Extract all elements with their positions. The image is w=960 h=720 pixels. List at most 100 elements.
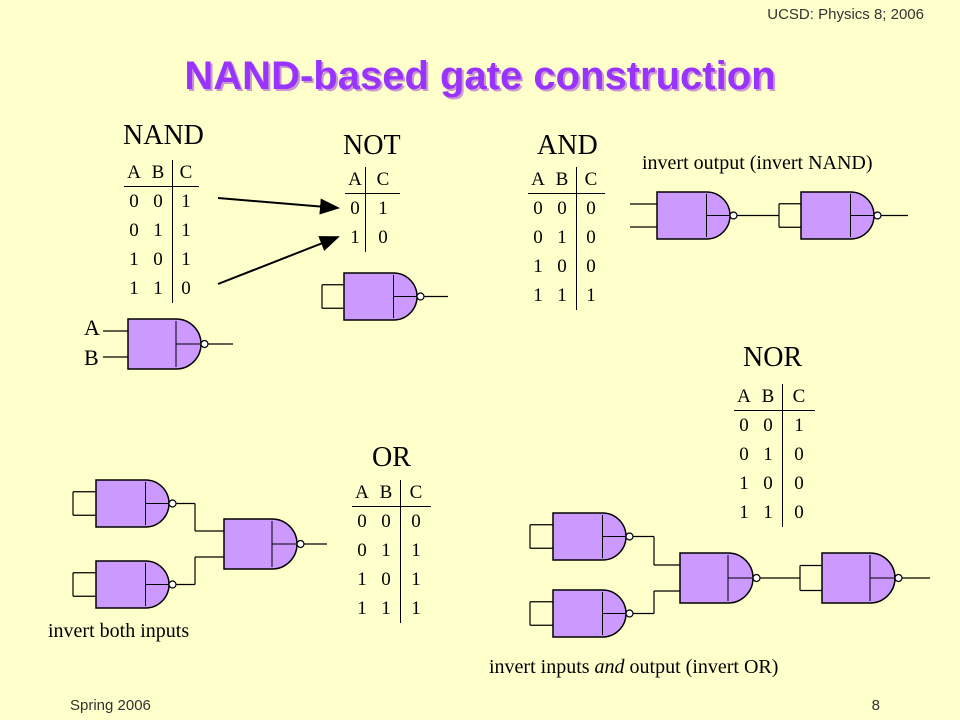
nor-cell: 1 — [763, 502, 773, 523]
and-cell: 1 — [576, 281, 605, 310]
gates-layer — [72, 191, 930, 638]
page-number: 8 — [871, 697, 880, 714]
and-header-a: A — [528, 167, 548, 194]
and-cell: 0 — [576, 252, 605, 281]
nand-cell: 1 — [172, 186, 199, 216]
nand-cell: 1 — [172, 216, 199, 245]
nand-title: NAND — [123, 120, 204, 151]
nor-caption-post: output (invert OR) — [624, 656, 779, 678]
not-header-c: C — [365, 167, 400, 194]
nand-header-b: B — [144, 160, 173, 187]
and-nand-gate-bubble — [729, 211, 738, 220]
nor-cell: 0 — [763, 415, 773, 436]
not-title: NOT — [343, 130, 401, 161]
nor-inverter-a-bubble — [625, 532, 634, 541]
or-caption: invert both inputs — [48, 620, 190, 642]
nor-header-c: C — [782, 384, 815, 411]
nor-cell: 1 — [782, 410, 815, 440]
or-cell: 1 — [357, 569, 367, 590]
nor-cell: 1 — [763, 444, 773, 465]
nor-cell: 0 — [739, 415, 749, 436]
and-cell: 1 — [557, 227, 567, 248]
nor-header-b: B — [754, 384, 783, 411]
nor-cell: 1 — [739, 473, 749, 494]
nand-header-a: A — [124, 160, 144, 187]
and-cell: 1 — [557, 285, 567, 306]
not-cell: 1 — [350, 227, 360, 248]
or-cell: 0 — [357, 511, 367, 532]
nor-inverter-out-body — [821, 552, 896, 604]
and-cell: 0 — [576, 223, 605, 252]
or-nand-gate-bubble — [296, 539, 305, 549]
or-cell: 1 — [381, 540, 391, 561]
or-title: OR — [372, 442, 411, 473]
nor-caption-em: and — [594, 656, 625, 678]
or-inverter-a-bubble — [168, 499, 177, 508]
and-inverter-gate-bubble — [873, 211, 882, 220]
nor-title: NOR — [743, 342, 803, 373]
nand-cell: 1 — [153, 278, 163, 299]
and-cell: 0 — [576, 193, 605, 223]
page-title: NAND-based gate construction — [184, 54, 776, 98]
nor-nand-gate-body — [679, 552, 754, 604]
or-cell: 1 — [400, 536, 431, 565]
nand-cell: 1 — [153, 220, 163, 241]
nand-cell: 1 — [172, 245, 199, 274]
nor-nand-gate-bubble — [752, 573, 761, 583]
or-header-c: C — [400, 480, 431, 507]
not-cell: 0 — [350, 198, 360, 219]
nor-cell: 1 — [739, 502, 749, 523]
or-cell: 1 — [357, 598, 367, 619]
and-title: AND — [537, 130, 598, 161]
nor-inverter-out-bubble — [894, 573, 903, 583]
nand-cell: 1 — [129, 278, 139, 299]
and-cell: 1 — [533, 256, 543, 277]
and-cell: 0 — [533, 198, 543, 219]
not-cell: 0 — [365, 223, 400, 252]
and-cell: 1 — [533, 285, 543, 306]
nor-cell: 0 — [782, 440, 815, 469]
header-course: UCSD: Physics 8; 2006 — [767, 6, 924, 23]
nand-cell: 0 — [129, 220, 139, 241]
and-cell: 0 — [557, 198, 567, 219]
input-label-a: A — [84, 315, 100, 340]
nand-gate-body — [127, 318, 202, 370]
nor-cell: 0 — [763, 473, 773, 494]
nand-cell: 0 — [153, 249, 163, 270]
nand-header-c: C — [172, 160, 199, 187]
or-inverter-b-bubble — [168, 580, 177, 589]
not-header-a: A — [345, 167, 366, 194]
arrow-to-not-row1 — [217, 197, 340, 215]
or-cell: 0 — [400, 506, 431, 536]
nor-caption-pre: invert inputs — [489, 656, 595, 678]
and-caption: invert output (invert NAND) — [642, 152, 873, 174]
or-cell: 0 — [381, 511, 391, 532]
and-cell: 0 — [557, 256, 567, 277]
not-cell: 1 — [365, 193, 400, 223]
nor-header-a: A — [734, 384, 754, 411]
nor-caption: invert inputs and output (invert OR) — [489, 656, 778, 679]
and-header-b: B — [548, 167, 577, 194]
and-header-c: C — [576, 167, 605, 194]
nand-cell: 1 — [129, 249, 139, 270]
nor-cell: 0 — [782, 469, 815, 498]
